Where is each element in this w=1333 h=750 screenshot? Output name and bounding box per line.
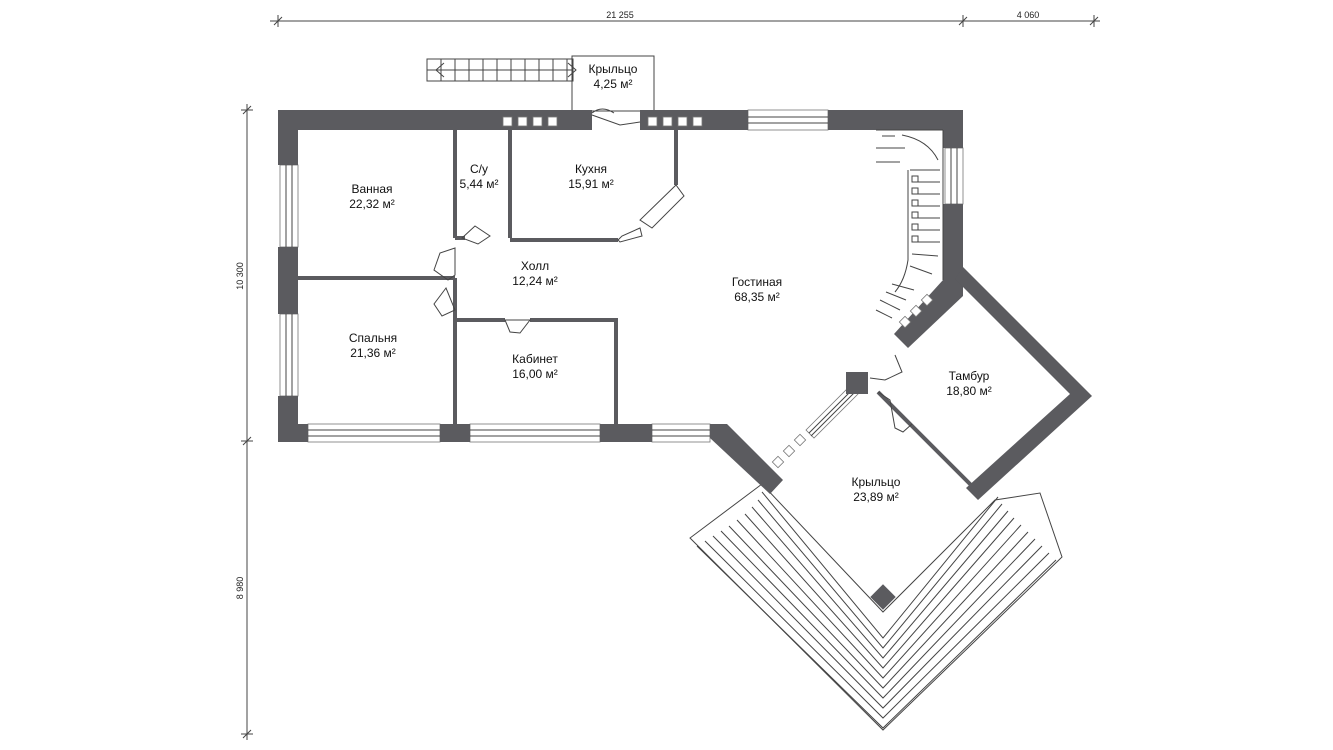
room-label-vestibule: Тамбур 18,80 м² — [946, 369, 992, 398]
room-area: 12,24 м² — [512, 274, 558, 288]
room-area: 4,25 м² — [594, 77, 633, 91]
interior-walls — [298, 130, 980, 494]
dimension-lines — [241, 15, 1100, 740]
room-name: Кухня — [575, 162, 607, 176]
room-area: 16,00 м² — [512, 367, 558, 381]
room-area: 68,35 м² — [734, 290, 780, 304]
room-area: 15,91 м² — [568, 177, 614, 191]
room-area: 5,44 м² — [460, 177, 499, 191]
dim-left-upper: 10 300 — [235, 262, 245, 290]
room-label-bathroom: Ванная 22,32 м² — [349, 182, 395, 211]
room-area: 22,32 м² — [349, 197, 395, 211]
room-label-bedroom: Спальня 21,36 м² — [349, 331, 397, 360]
dim-top-main: 21 255 — [606, 10, 634, 20]
room-area: 21,36 м² — [350, 346, 396, 360]
staircase — [875, 129, 944, 319]
exterior-walls — [278, 110, 1092, 500]
room-name: Гостиная — [732, 275, 782, 289]
room-name: Тамбур — [949, 369, 990, 383]
room-name: Спальня — [349, 331, 397, 345]
room-name: С/у — [470, 162, 488, 176]
room-area: 23,89 м² — [853, 490, 899, 504]
doors — [433, 108, 913, 433]
room-name: Кабинет — [512, 352, 558, 366]
room-name: Крыльцо — [589, 62, 638, 76]
porch-small — [426, 55, 655, 112]
windows — [279, 109, 964, 443]
room-name: Холл — [521, 259, 549, 273]
dim-top-extra: 4 060 — [1017, 10, 1040, 20]
room-label-wc: С/у 5,44 м² — [460, 162, 499, 191]
porch-large-deck — [689, 483, 1063, 731]
room-label-office: Кабинет 16,00 м² — [512, 352, 558, 381]
room-label-porch-large: Крыльцо 23,89 м² — [852, 475, 901, 504]
room-area: 18,80 м² — [946, 384, 992, 398]
room-label-porch-small: Крыльцо 4,25 м² — [589, 62, 638, 91]
room-label-kitchen: Кухня 15,91 м² — [568, 162, 614, 191]
room-label-living: Гостиная 68,35 м² — [732, 275, 782, 304]
room-name: Крыльцо — [852, 475, 901, 489]
dim-left-lower: 8 980 — [235, 577, 245, 600]
room-label-hall: Холл 12,24 м² — [512, 259, 558, 288]
room-name: Ванная — [351, 182, 392, 196]
